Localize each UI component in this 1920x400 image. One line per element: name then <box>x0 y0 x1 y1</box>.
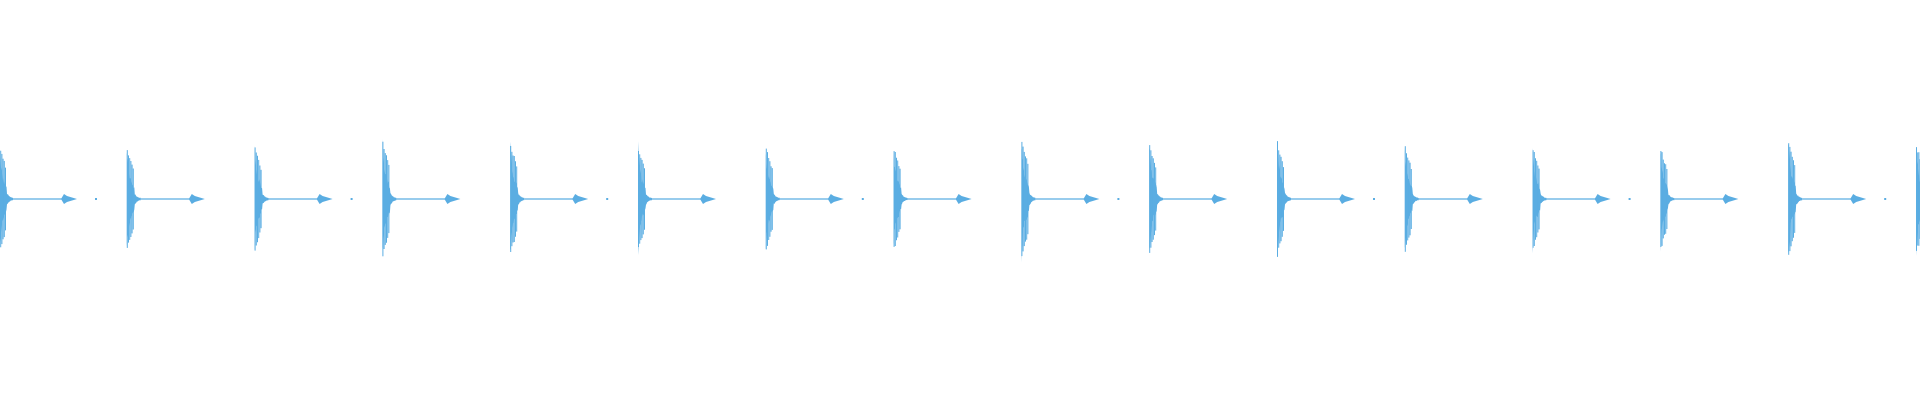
waveform-beat <box>893 151 972 247</box>
waveform-beat <box>1021 141 1120 263</box>
waveform-dot <box>1117 198 1120 200</box>
waveform-dot <box>1884 198 1887 200</box>
waveform-blip <box>1339 194 1355 204</box>
waveform-blip <box>61 194 77 204</box>
waveform-beats <box>0 138 1920 263</box>
waveform-dot <box>95 198 97 200</box>
waveform-blip <box>700 194 716 204</box>
waveform-beat <box>1660 151 1739 252</box>
waveform-beat <box>638 141 716 255</box>
waveform-beat <box>0 150 97 248</box>
waveform-beat <box>1404 146 1483 252</box>
waveform-blip <box>1466 194 1483 204</box>
waveform-blip <box>1850 194 1867 204</box>
waveform-blip <box>955 194 972 204</box>
waveform-dot <box>1373 198 1375 200</box>
waveform-blip <box>1722 194 1739 204</box>
waveform-blip <box>1594 194 1611 204</box>
waveform-beat <box>382 138 461 257</box>
waveform-blip <box>444 194 461 204</box>
waveform-dot <box>350 198 353 200</box>
waveform-beat <box>126 150 205 248</box>
waveform-blip <box>1083 194 1100 204</box>
waveform-blip <box>188 194 205 204</box>
waveform-dot <box>1628 198 1631 200</box>
waveform-beat <box>1788 143 1887 255</box>
waveform-beat <box>254 145 353 251</box>
waveform-beat <box>765 148 864 250</box>
waveform-beat <box>1532 148 1631 254</box>
waveform-blip <box>827 194 844 204</box>
waveform-beat <box>1916 147 1920 256</box>
waveform-beat <box>510 141 609 252</box>
waveform-beat <box>1277 141 1375 257</box>
waveform-blip <box>316 194 333 204</box>
waveform-dot <box>861 198 864 200</box>
waveform-dot <box>606 198 609 200</box>
waveform-blip <box>1211 194 1228 204</box>
waveform-blip <box>572 194 589 204</box>
waveform-beat <box>1149 145 1228 253</box>
